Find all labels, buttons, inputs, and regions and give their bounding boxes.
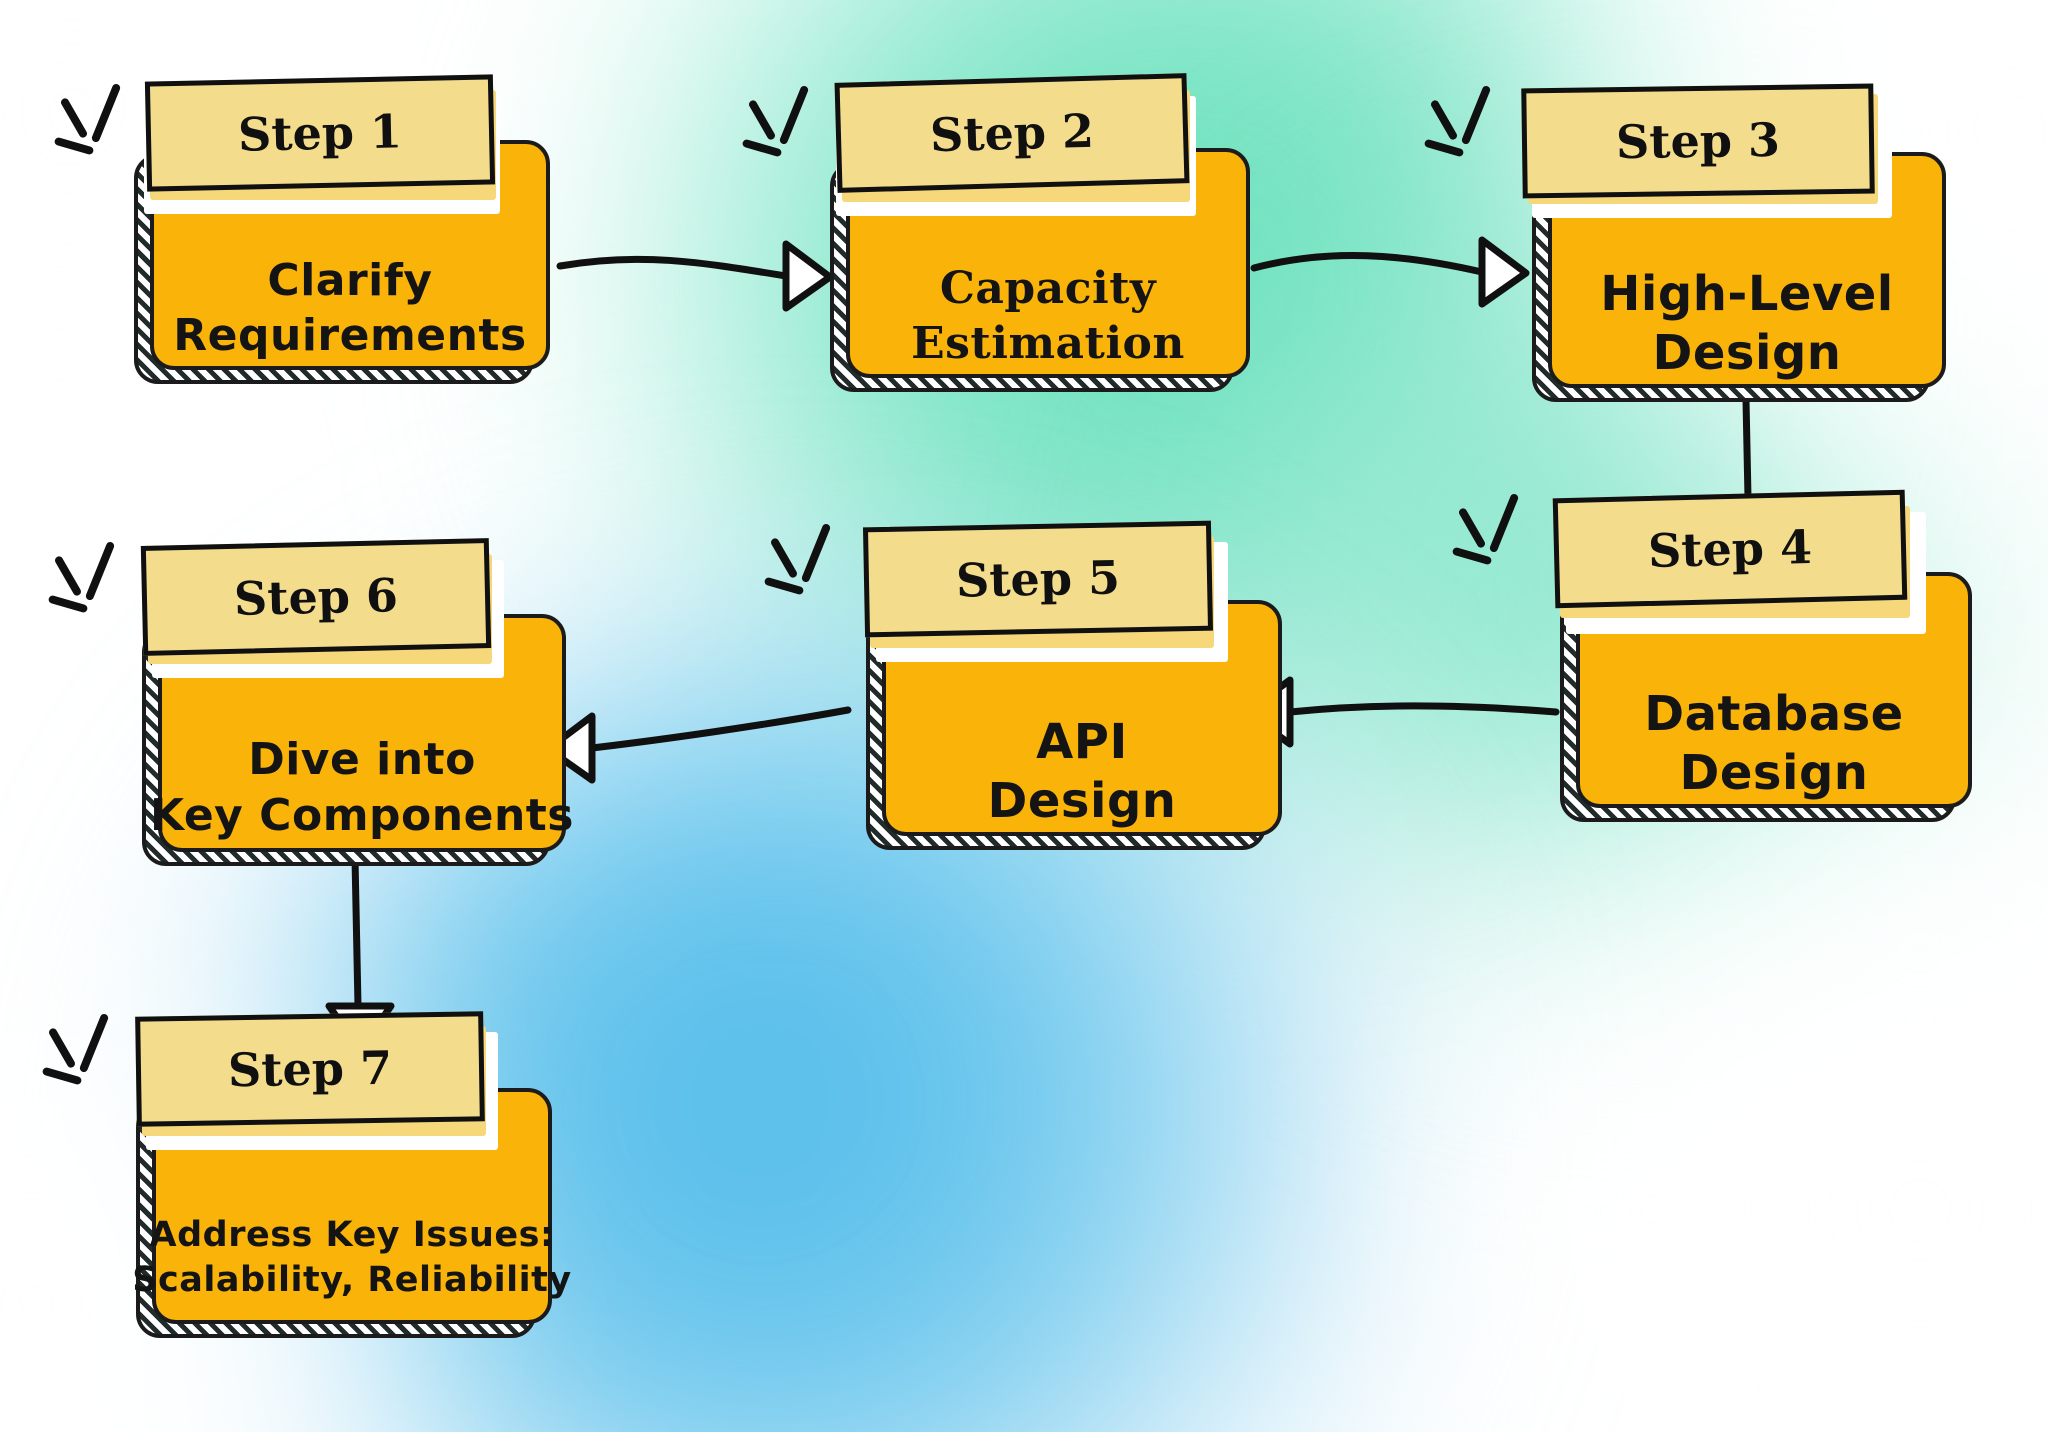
node-step4-line-2: Design bbox=[1679, 745, 1869, 802]
node-step6-text: Dive into Key Components bbox=[150, 723, 573, 852]
node-step5[interactable]: API Design Step 5 bbox=[763, 520, 1282, 850]
node-step3-line-2: Design bbox=[1652, 325, 1842, 382]
node-step5-chip[interactable]: Step 5 bbox=[862, 520, 1214, 638]
sparkle-icon bbox=[41, 1010, 146, 1100]
node-step1[interactable]: Clarify Requirements Step 1 bbox=[53, 74, 550, 384]
node-step4[interactable]: Database Design Step 4 bbox=[1451, 489, 1972, 822]
sparkle-icon bbox=[53, 80, 158, 170]
node-step3-chip[interactable]: Step 3 bbox=[1521, 83, 1875, 199]
node-step4-chip[interactable]: Step 4 bbox=[1552, 489, 1908, 609]
sparkle-icon bbox=[1423, 82, 1528, 172]
node-step4-line-1: Database bbox=[1644, 685, 1904, 742]
sparkle-icon bbox=[47, 538, 152, 628]
node-step5-line-2: Design bbox=[987, 773, 1177, 830]
node-step7-line-1: Address Key Issues: bbox=[149, 1214, 555, 1255]
node-step2[interactable]: Capacity Estimation Step 2 bbox=[741, 73, 1250, 392]
node-step2-line-2: Estimation bbox=[911, 317, 1185, 369]
node-step6[interactable]: Dive into Key Components Step 6 bbox=[47, 538, 573, 866]
node-step1-line-2: Requirements bbox=[173, 309, 527, 361]
node-step5-text: API Design bbox=[882, 709, 1282, 836]
node-step6-line-2: Key Components bbox=[150, 789, 574, 841]
node-step7-text: Address Key Issues: Scalability, Reliabi… bbox=[132, 1192, 571, 1324]
node-step2-chip[interactable]: Step 2 bbox=[834, 73, 1190, 193]
node-step1-line-1: Clarify bbox=[267, 254, 433, 306]
node-step7-line-2: Scalability, Reliability bbox=[132, 1259, 572, 1300]
node-step7[interactable]: Address Key Issues: Scalability, Reliabi… bbox=[41, 1011, 571, 1338]
node-step5-line-1: API bbox=[1036, 713, 1128, 770]
sparkle-icon bbox=[1451, 490, 1556, 580]
node-step1-text: Clarify Requirements bbox=[150, 246, 550, 370]
node-step7-chip[interactable]: Step 7 bbox=[135, 1011, 485, 1127]
sparkle-icon bbox=[763, 520, 868, 610]
node-step3[interactable]: High-Level Design Step 3 bbox=[1423, 83, 1946, 402]
node-step2-text: Capacity Estimation bbox=[846, 254, 1250, 378]
node-step4-text: Database Design bbox=[1576, 681, 1972, 808]
node-step6-line-1: Dive into bbox=[248, 734, 476, 786]
sparkle-icon bbox=[741, 82, 846, 172]
node-step3-text: High-Level Design bbox=[1548, 261, 1946, 388]
node-step1-chip[interactable]: Step 1 bbox=[144, 74, 496, 192]
node-step6-chip[interactable]: Step 6 bbox=[140, 538, 492, 656]
node-step2-line-1: Capacity bbox=[939, 262, 1157, 314]
node-step3-line-1: High-Level bbox=[1600, 265, 1894, 322]
